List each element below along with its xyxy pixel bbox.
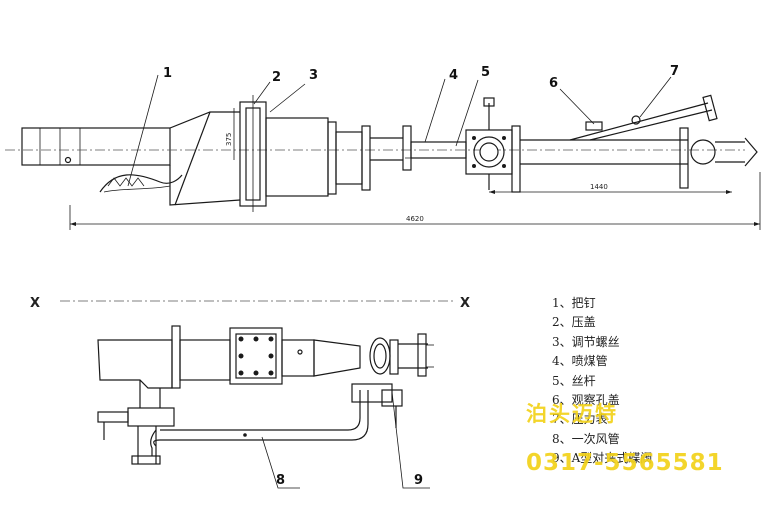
legend-item: 4、喷煤管 [552,354,608,369]
legend-item: 9、A型对夹式蝶阀 [552,451,653,466]
pipe-section-1 [265,117,329,197]
callout-1: 1 [163,66,172,81]
legend-item: 6、观察孔盖 [552,393,620,408]
pressure-gauge [631,115,641,125]
cone-bottom [169,165,241,206]
watermark-company: 泊头迈特 [526,402,618,426]
inclined-branch [569,102,709,141]
dim-4620: 4620 [406,215,424,223]
square-flange [229,327,283,385]
callout-9: 9 [414,473,423,488]
section-x-view: X X [30,296,470,489]
legend-item: 1、把钉 [552,296,596,310]
legend-item: 8、一次风管 [552,431,620,446]
legend-item: 2、压盖 [552,315,596,330]
duct-elbow [97,339,173,389]
parts-legend: 1、把钉 2、压盖 3、调节螺丝 4、喷煤管 5、丝杆 6、观察孔盖 7、压力表… [552,294,752,469]
legend-item: 7、压力表 [552,412,608,427]
watermark-phone: 0317-5565581 [526,450,724,476]
primary-air-pipe [160,390,361,431]
callout-8: 8 [276,473,285,488]
callout-6: 6 [549,76,558,91]
callout-3: 3 [309,68,318,83]
callout-2: 2 [272,70,281,85]
watermark: 泊头迈特 0317-5565581 [526,400,746,478]
top-assembly-view: 375 1440 [5,64,761,230]
callout-7: 7 [670,64,679,79]
section-label-left: X [30,296,40,311]
sight-hole-cover [585,121,603,131]
kiln-hood [21,127,171,166]
legend-item: 3、调节螺丝 [552,334,620,349]
legend-item: 5、丝杆 [552,373,596,388]
dim-375: 375 [225,133,233,146]
callout-5: 5 [481,65,490,80]
section-label-right: X [460,296,470,311]
dim-1440: 1440 [590,183,608,191]
callout-4: 4 [449,68,458,83]
